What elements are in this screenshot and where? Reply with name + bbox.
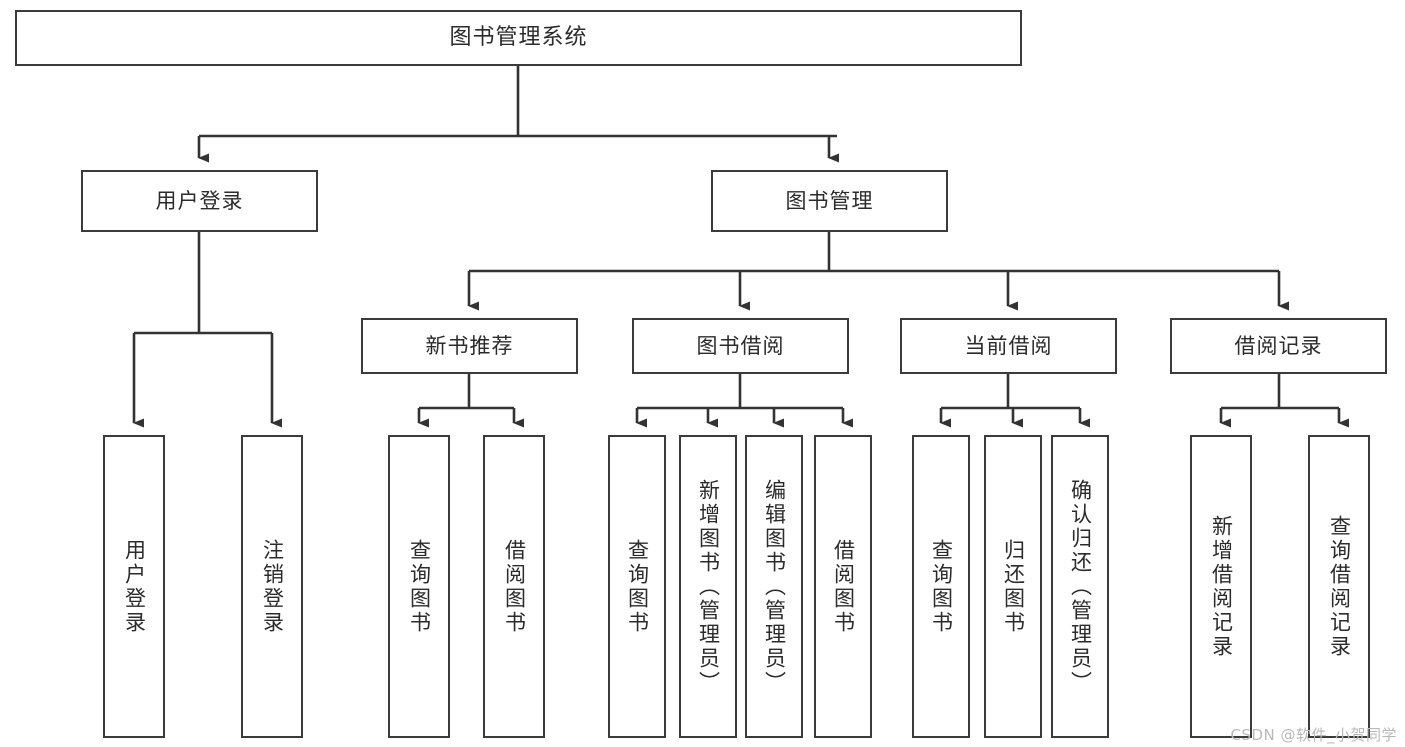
node-new-book-recommend-label: 新书推荐 xyxy=(425,333,514,358)
leaf-confirm-return-admin-label: 确认归还（管理员） xyxy=(1068,478,1093,695)
leaf-borrow-query-book-label: 查询图书 xyxy=(625,538,650,635)
leaf-user-logout[interactable]: 注销登录 xyxy=(241,435,303,738)
leaf-borrow-book-label: 借阅图书 xyxy=(831,538,856,635)
leaf-confirm-return-admin[interactable]: 确认归还（管理员） xyxy=(1051,435,1109,738)
node-book-borrow[interactable]: 图书借阅 xyxy=(632,318,849,374)
leaf-user-logout-label: 注销登录 xyxy=(260,538,285,635)
node-book-management[interactable]: 图书管理 xyxy=(711,170,948,232)
leaf-return-book[interactable]: 归还图书 xyxy=(984,435,1042,738)
node-book-management-label: 图书管理 xyxy=(785,188,874,213)
leaf-recommend-query-book[interactable]: 查询图书 xyxy=(388,435,450,738)
node-book-borrow-label: 图书借阅 xyxy=(696,333,785,358)
node-current-borrow[interactable]: 当前借阅 xyxy=(900,318,1117,374)
leaf-add-book-admin-label: 新增图书（管理员） xyxy=(696,478,721,695)
leaf-borrow-book[interactable]: 借阅图书 xyxy=(814,435,872,738)
leaf-add-book-admin[interactable]: 新增图书（管理员） xyxy=(679,435,737,738)
node-root-label: 图书管理系统 xyxy=(449,25,588,51)
leaf-user-login[interactable]: 用户登录 xyxy=(103,435,165,738)
watermark: CSDN @软件_小贺同学 xyxy=(1230,726,1397,744)
leaf-query-borrow-record-label: 查询借阅记录 xyxy=(1327,514,1352,659)
leaf-return-book-label: 归还图书 xyxy=(1001,538,1026,635)
leaf-recommend-borrow-book-label: 借阅图书 xyxy=(502,538,527,635)
node-borrow-record-label: 借阅记录 xyxy=(1234,333,1323,358)
node-new-book-recommend[interactable]: 新书推荐 xyxy=(361,318,578,374)
node-borrow-record[interactable]: 借阅记录 xyxy=(1170,318,1387,374)
node-root[interactable]: 图书管理系统 xyxy=(15,10,1022,66)
node-user-login[interactable]: 用户登录 xyxy=(81,170,318,232)
leaf-user-login-label: 用户登录 xyxy=(122,538,147,635)
leaf-add-borrow-record-label: 新增借阅记录 xyxy=(1209,514,1234,659)
leaf-current-query-book[interactable]: 查询图书 xyxy=(912,435,970,738)
leaf-recommend-query-book-label: 查询图书 xyxy=(407,538,432,635)
node-user-login-label: 用户登录 xyxy=(155,188,244,213)
leaf-current-query-book-label: 查询图书 xyxy=(929,538,954,635)
leaf-edit-book-admin[interactable]: 编辑图书（管理员） xyxy=(745,435,803,738)
leaf-add-borrow-record[interactable]: 新增借阅记录 xyxy=(1190,435,1252,738)
leaf-edit-book-admin-label: 编辑图书（管理员） xyxy=(762,478,787,695)
node-current-borrow-label: 当前借阅 xyxy=(964,333,1053,358)
leaf-borrow-query-book[interactable]: 查询图书 xyxy=(608,435,666,738)
leaf-recommend-borrow-book[interactable]: 借阅图书 xyxy=(483,435,545,738)
leaf-query-borrow-record[interactable]: 查询借阅记录 xyxy=(1308,435,1370,738)
